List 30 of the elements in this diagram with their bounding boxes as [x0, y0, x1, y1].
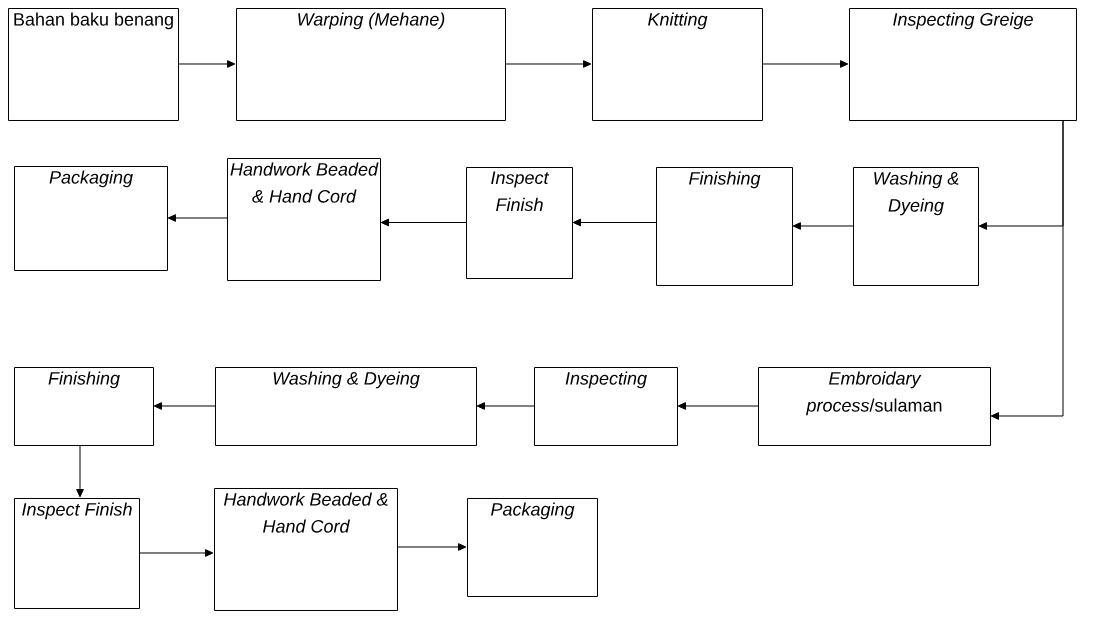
arrow: [177, 60, 236, 68]
process-box: Inspect Finish: [14, 498, 140, 609]
arrow: [677, 402, 759, 410]
arrow: [153, 402, 216, 410]
process-box: Packaging: [467, 498, 598, 597]
arrow: [396, 543, 467, 551]
process-box: Handwork Beaded & Hand Cord: [214, 488, 398, 611]
arrow: [504, 60, 592, 68]
process-box: Washing & Dyeing: [853, 167, 979, 286]
process-box: Inspect Finish: [466, 167, 573, 279]
arrow: [476, 402, 535, 410]
process-box: Washing & Dyeing: [215, 367, 477, 446]
process-box: Packaging: [14, 166, 168, 271]
arrow: [167, 214, 228, 222]
arrow: [792, 222, 854, 230]
arrow: [76, 444, 84, 498]
process-box: Inspecting: [534, 367, 678, 446]
arrow: [572, 218, 657, 227]
arrow: [380, 218, 467, 227]
process-box: Warping (Mehane): [236, 8, 506, 121]
process-box: Knitting: [592, 8, 763, 121]
process-box: Finishing: [14, 367, 154, 446]
process-box: Inspecting Greige: [849, 8, 1077, 121]
process-box: Finishing: [656, 167, 793, 286]
arrow: [990, 119, 1064, 420]
process-box: Handwork Beaded & Hand Cord: [227, 158, 381, 281]
process-box: Embroidary process/sulaman: [758, 367, 991, 446]
process-box: Bahan baku benang: [8, 8, 179, 121]
arrow: [138, 549, 214, 557]
arrow: [761, 60, 849, 68]
